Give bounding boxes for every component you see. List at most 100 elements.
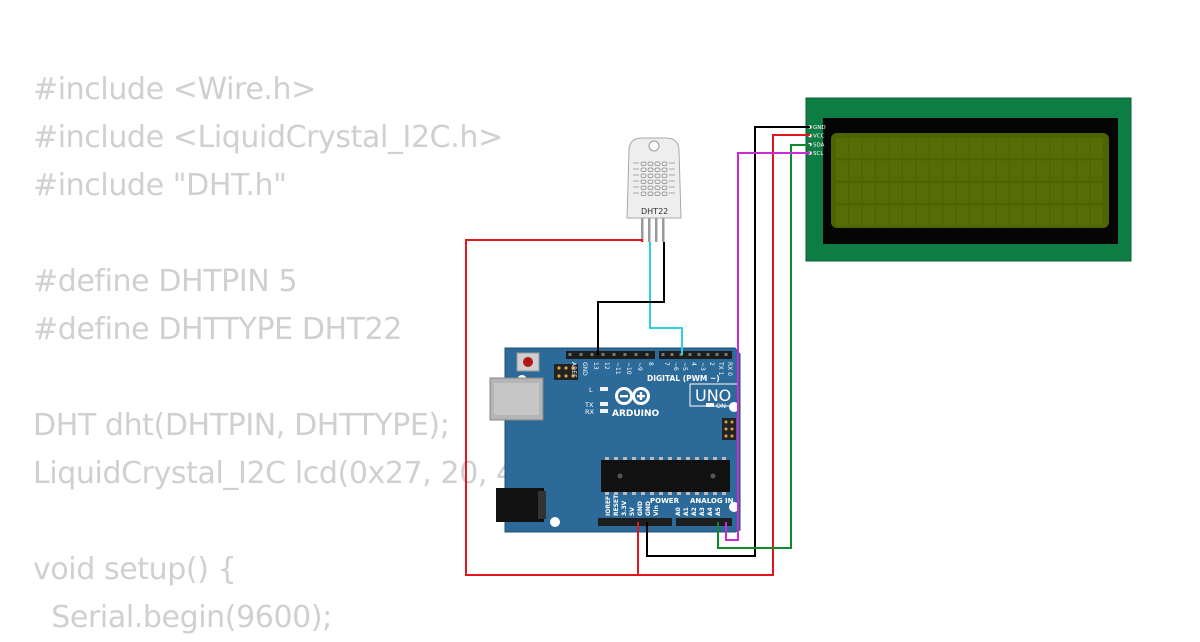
pin-label: ~11 xyxy=(614,362,621,375)
status-leds xyxy=(600,387,714,413)
uno-label: UNO xyxy=(695,386,731,405)
pin-label: A1 xyxy=(683,507,690,516)
wire-lcd-sda[interactable] xyxy=(717,144,810,549)
wire-lcd-gnd[interactable] xyxy=(646,126,810,557)
header-pin[interactable] xyxy=(601,353,605,356)
header-pin[interactable] xyxy=(579,353,583,356)
grille-slot xyxy=(647,161,654,166)
lcd-cell xyxy=(1037,160,1049,181)
mounting-hole xyxy=(729,402,739,412)
header-pin[interactable] xyxy=(661,353,665,356)
icsp-header xyxy=(554,364,578,380)
chip-pin xyxy=(614,492,618,495)
lcd-cell xyxy=(1023,205,1036,226)
header-pin[interactable] xyxy=(715,353,719,356)
lcd-cell xyxy=(943,138,956,158)
grille-slot xyxy=(640,179,647,184)
lcd-cell xyxy=(956,183,969,203)
pin-label: 8 xyxy=(647,362,654,366)
usb-connector-inner xyxy=(494,383,539,415)
header-pin[interactable] xyxy=(706,353,710,356)
lcd-cell xyxy=(1023,183,1036,203)
lcd-character-grid xyxy=(836,138,1103,226)
lcd-cell xyxy=(996,160,1009,181)
pin-label: ~3 xyxy=(699,362,706,371)
power-jack-rim xyxy=(538,491,546,519)
lcd-cell xyxy=(1063,138,1076,158)
lcd-cell xyxy=(916,160,929,181)
chip-pin xyxy=(704,457,708,460)
chip-pin xyxy=(695,492,699,495)
pin-label: ~5 xyxy=(681,362,688,371)
wire-dht-data[interactable] xyxy=(649,242,683,355)
digital-label: DIGITAL (PWM ~) xyxy=(647,374,720,383)
chip-pin xyxy=(686,492,690,495)
wire-lcd-scl[interactable] xyxy=(725,152,810,541)
pin-label: 13 xyxy=(592,362,599,370)
wire-dht-gnd[interactable] xyxy=(597,242,665,355)
chip-pin xyxy=(677,457,681,460)
header-pin[interactable] xyxy=(645,353,649,356)
arduino-brand: ARDUINO xyxy=(612,409,660,419)
grille-slot xyxy=(654,179,661,184)
lcd-cell xyxy=(943,205,956,226)
grille-slot xyxy=(647,167,654,172)
wire-dht-vcc[interactable] xyxy=(465,239,643,576)
header-pin[interactable] xyxy=(623,353,627,356)
pin-label: 2 xyxy=(708,362,715,366)
lcd-cell xyxy=(889,183,902,203)
grille-slot xyxy=(661,167,668,172)
header-pin[interactable] xyxy=(612,353,616,356)
header-pin[interactable] xyxy=(634,353,638,356)
header-pin[interactable] xyxy=(697,353,701,356)
code-line: void setup() { xyxy=(33,552,237,587)
lcd-cell xyxy=(889,160,902,181)
pin-label: GND xyxy=(581,362,588,376)
grille-slot xyxy=(661,179,668,184)
wires[interactable] xyxy=(465,126,810,576)
grille-slot xyxy=(661,185,668,190)
chip-pin xyxy=(632,492,636,495)
code-listing: #include <Wire.h>#include <LiquidCrystal… xyxy=(33,66,536,642)
lcd-cell xyxy=(956,205,969,226)
dht22-sensor[interactable]: DHT22 xyxy=(626,137,682,242)
pin-label: 5V xyxy=(629,507,636,516)
digital-pin-header[interactable] xyxy=(566,351,732,359)
lcd-pin-label: VCC xyxy=(813,134,825,140)
lcd-cell xyxy=(1050,183,1063,203)
grille-slot xyxy=(647,173,654,178)
reset-button-cap xyxy=(523,357,533,367)
chip-pin xyxy=(623,492,627,495)
lcd-cell xyxy=(862,205,875,226)
lcd-cell xyxy=(876,205,889,226)
lcd-cell xyxy=(862,160,875,181)
lcd-cell xyxy=(1010,205,1023,226)
pin-label: ~10 xyxy=(625,362,632,375)
chip-pin xyxy=(632,457,636,460)
grille-slot xyxy=(640,185,647,190)
lcd-cell xyxy=(970,160,982,181)
wire-lcd-vcc[interactable] xyxy=(638,134,810,576)
chip-pin xyxy=(623,457,627,460)
power-analog-header[interactable] xyxy=(598,518,732,526)
lcd-cell xyxy=(916,205,929,226)
header-pin[interactable] xyxy=(688,353,692,356)
chip-pin xyxy=(704,492,708,495)
pin-label: A3 xyxy=(699,507,706,516)
lcd-cell xyxy=(1063,183,1076,203)
dht22-pins[interactable] xyxy=(641,218,665,242)
header-pin[interactable] xyxy=(568,353,572,356)
code-line: #define DHTPIN 5 xyxy=(33,264,298,299)
header-pin[interactable] xyxy=(590,353,594,356)
chip-pin xyxy=(713,492,717,495)
header-pin[interactable] xyxy=(724,353,728,356)
grille-slot xyxy=(640,167,647,172)
header-pin[interactable] xyxy=(670,353,674,356)
lcd-cell xyxy=(849,183,862,203)
pin-label: Vin xyxy=(653,505,660,516)
